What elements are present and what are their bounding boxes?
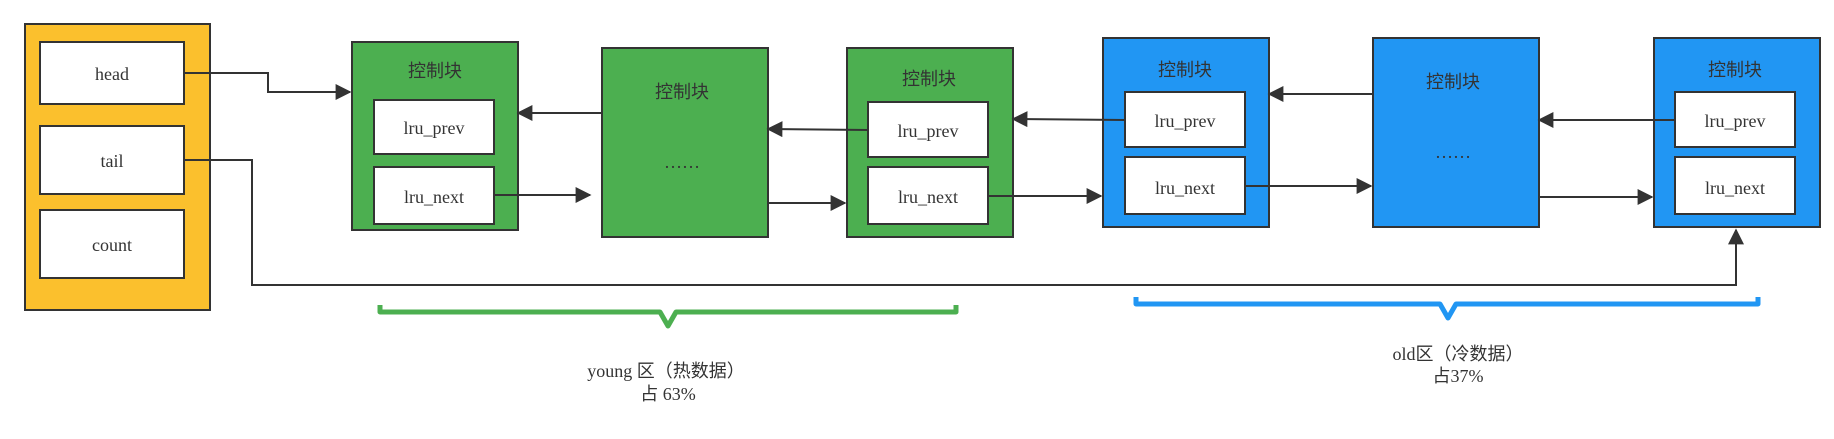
control-block-4: 控制块 lru_prev lru_next	[1102, 37, 1270, 228]
control-block-5: 控制块 ……	[1372, 37, 1540, 228]
control-block-1-title: 控制块	[408, 61, 462, 82]
control-block-6-prev-field	[1674, 91, 1796, 148]
count-field	[39, 209, 185, 279]
control-block-6-title: 控制块	[1708, 60, 1762, 81]
control-block-3-next-field	[867, 166, 989, 225]
control-block-6-prev-label: lru_prev	[1705, 111, 1766, 131]
control-block-2-ellipsis: ……	[664, 152, 700, 172]
control-block-1-next-label: lru_next	[404, 187, 464, 207]
head-pointer-arrow	[184, 72, 352, 100]
control-block-2-title: 控制块	[655, 82, 709, 103]
control-block-1-next-field	[373, 166, 495, 225]
control-block-1-prev-field	[373, 99, 495, 155]
block4-prev-arrow	[1011, 111, 1126, 128]
head-field	[39, 41, 185, 105]
control-block-6-next-label: lru_next	[1705, 178, 1765, 198]
old-region-label: old区（冷数据）	[1392, 344, 1523, 364]
control-block-2-background	[601, 47, 769, 238]
old-region-brace	[1133, 297, 1761, 321]
list-base-node: head tail count	[24, 23, 211, 311]
control-block-4-prev-label: lru_prev	[1155, 111, 1216, 131]
control-block-5-title: 控制块	[1426, 72, 1480, 93]
control-block-6: 控制块 lru_prev lru_next	[1653, 37, 1821, 228]
control-block-1-prev-label: lru_prev	[404, 118, 465, 138]
control-block-6-next-field	[1674, 156, 1796, 215]
control-block-5-background	[1372, 37, 1540, 228]
young-region-label: young 区（热数据）	[587, 361, 745, 381]
young-region-brace	[377, 305, 959, 329]
control-block-4-title: 控制块	[1158, 60, 1212, 81]
control-block-2: 控制块 ……	[601, 47, 769, 238]
control-block-5-ellipsis: ……	[1435, 142, 1471, 162]
head-label: head	[95, 64, 129, 84]
control-block-3-prev-label: lru_prev	[898, 121, 959, 141]
control-block-4-next-field	[1124, 156, 1246, 215]
control-block-1: 控制块 lru_prev lru_next	[351, 41, 519, 231]
tail-pointer-arrow	[184, 159, 1744, 286]
control-block-3-next-label: lru_next	[898, 187, 958, 207]
control-block-3: 控制块 lru_prev lru_next	[846, 47, 1014, 238]
tail-field	[39, 125, 185, 195]
old-region-percentage: 占37%	[1433, 366, 1484, 386]
count-label: count	[92, 235, 132, 255]
block3-prev-arrow	[766, 121, 869, 138]
control-block-4-prev-field	[1124, 91, 1246, 148]
control-block-4-next-label: lru_next	[1155, 178, 1215, 198]
young-region-percentage: 占 63%	[640, 384, 696, 404]
control-block-3-title: 控制块	[902, 69, 956, 90]
tail-label: tail	[101, 151, 124, 171]
